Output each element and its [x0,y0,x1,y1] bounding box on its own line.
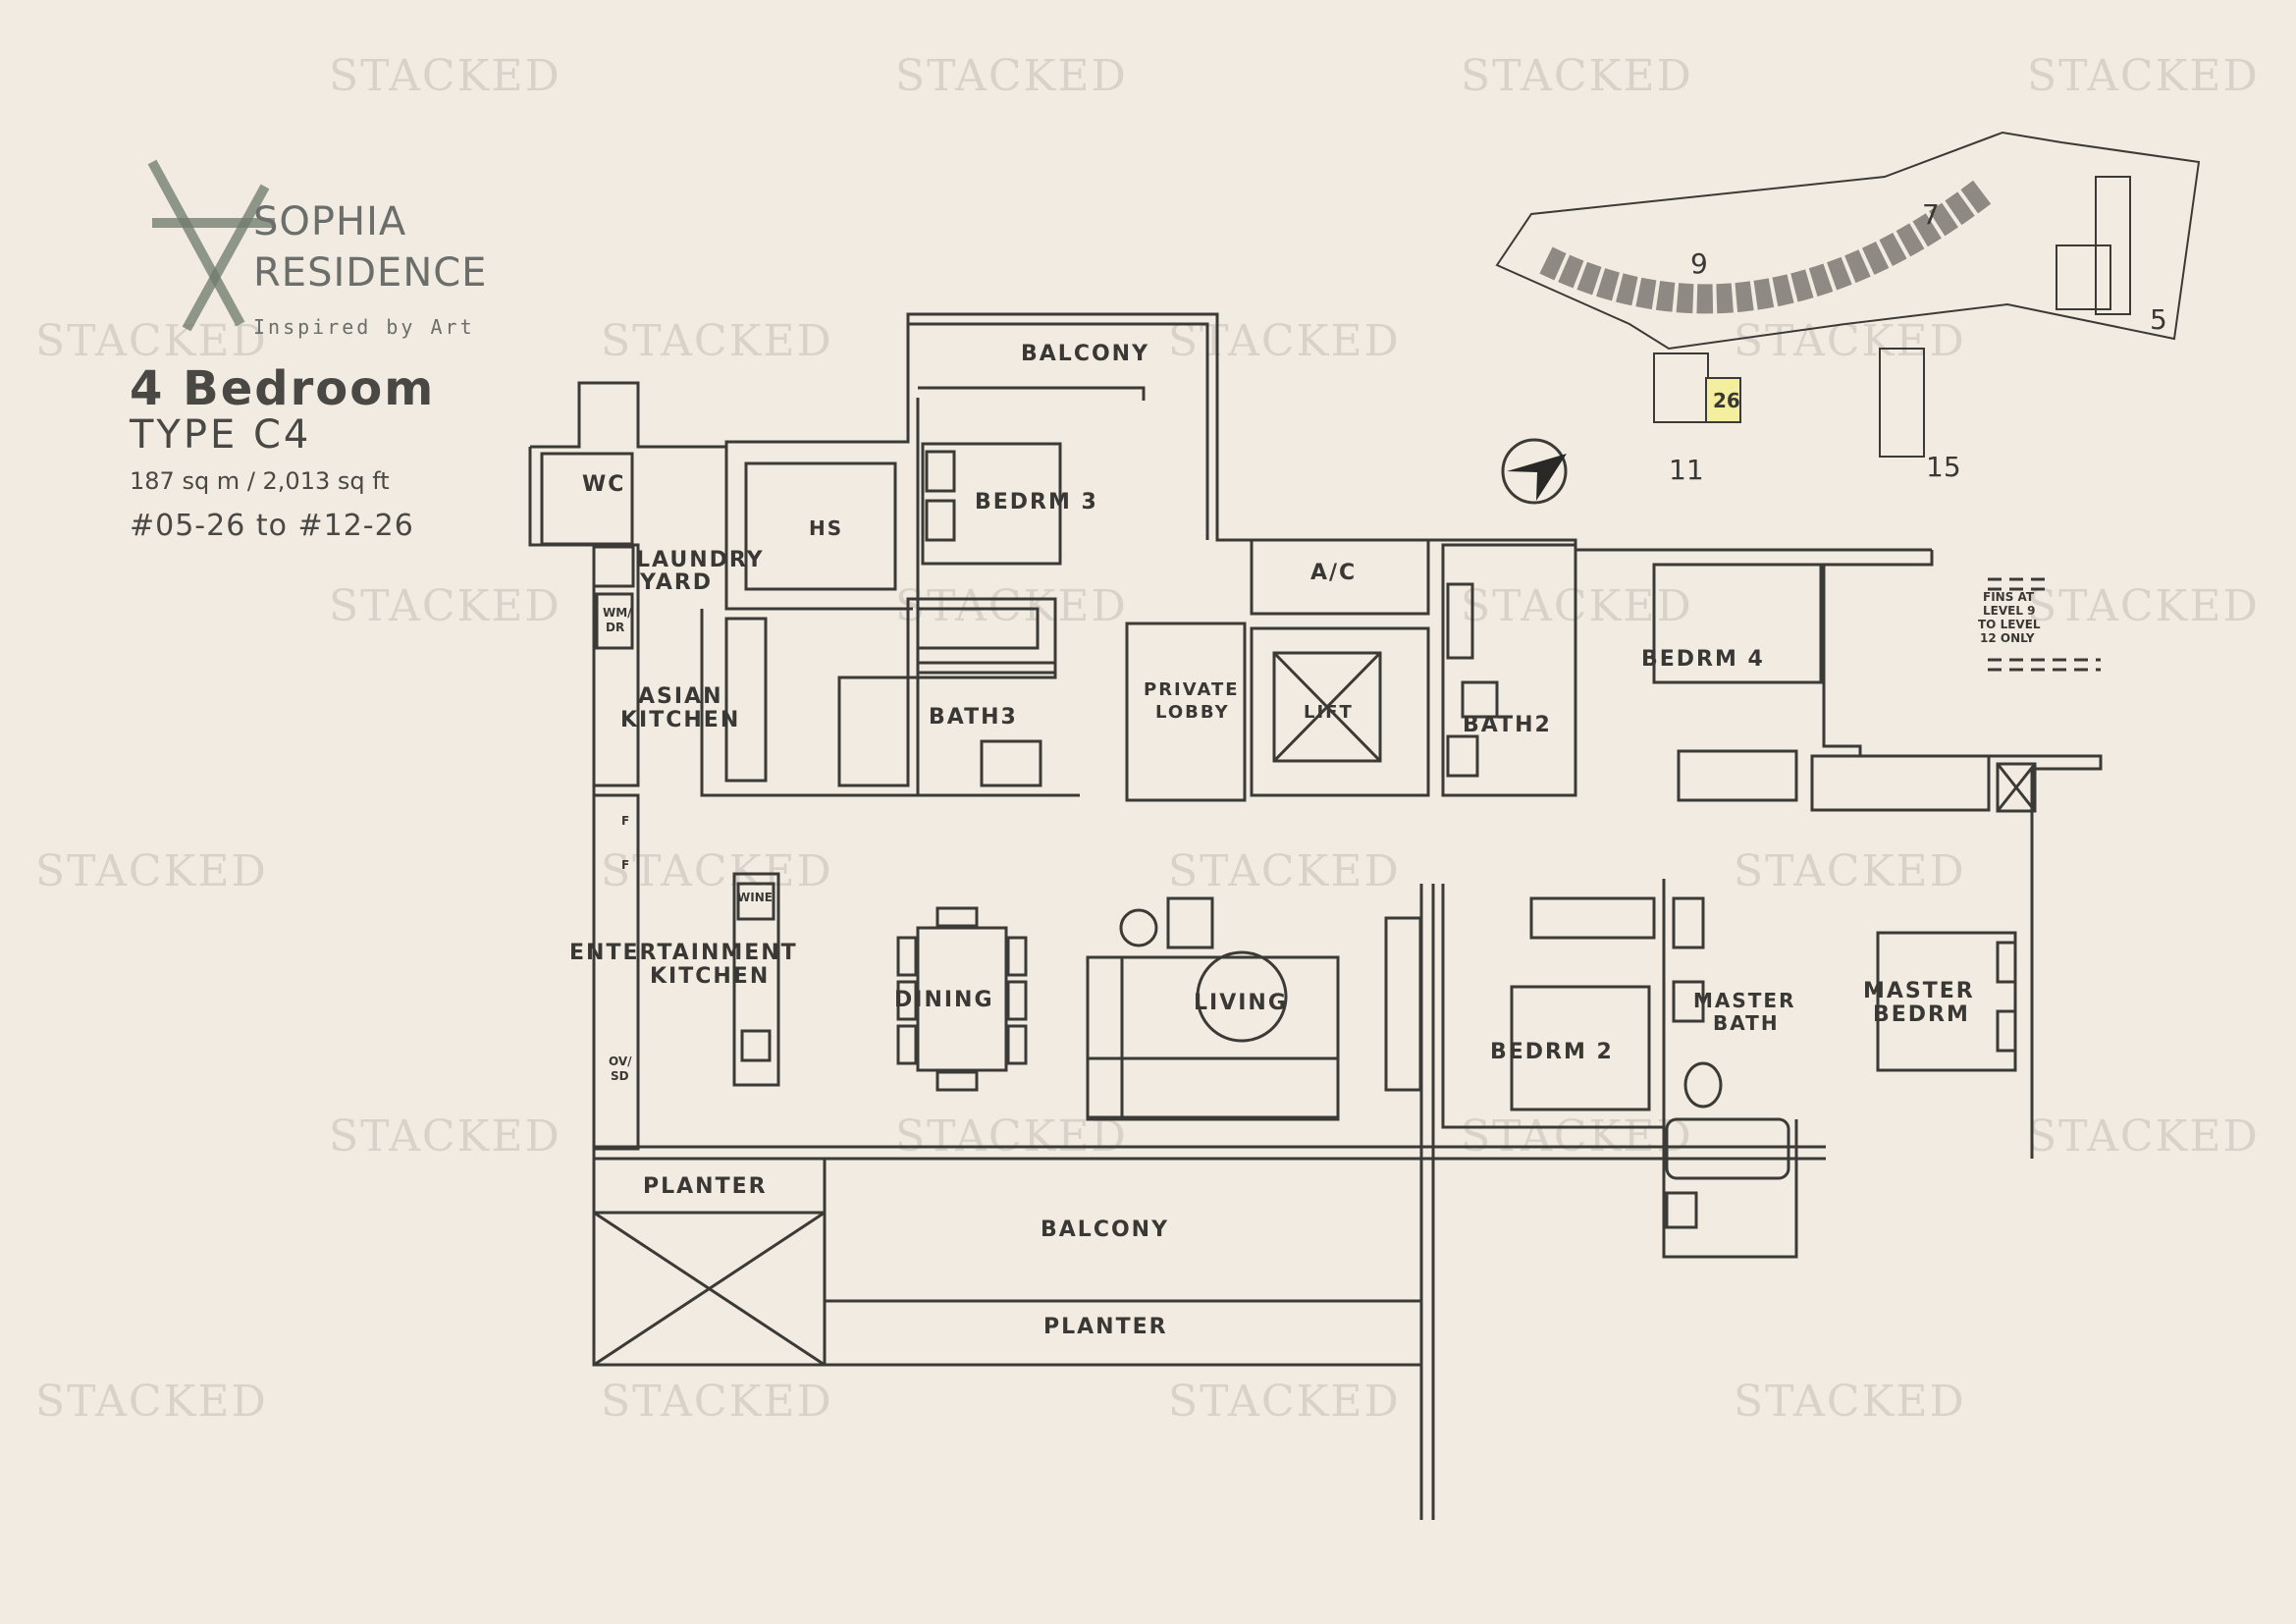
unit-area: 187 sq m / 2,013 sq ft [130,467,390,495]
bed-bedrm2 [1510,985,1651,1111]
key-unit-number: 26 [1713,389,1740,412]
label-ac: A/C [1310,561,1357,585]
label-fins-4: 12 ONLY [1980,631,2035,645]
bed-bedrm4 [1652,563,1823,684]
label-private-lobby-2: LOBBY [1155,702,1230,723]
kitchen-island [732,872,780,1087]
sofa [1086,955,1340,1121]
balcony-top-wall [906,314,1209,540]
label-master-bath-2: BATH [1713,1011,1780,1035]
outer-wall-top [530,312,1932,552]
label-ent-kitchen: ENTERTAINMENT [569,941,798,965]
key-plan: 26 9 7 5 11 15 [1495,131,2201,486]
wc-room [540,452,634,546]
highlighted-unit [1705,377,1741,423]
label-asian-kitchen: ASIAN [638,684,723,709]
brand-name-line2: RESIDENCE [253,250,488,296]
household-shelter [744,461,897,591]
label-dining: DINING [894,988,994,1012]
label-wm: WM/ [603,606,632,620]
key-block-9: 9 [1690,247,1708,280]
brand-tagline: Inspired by Art [253,315,475,339]
coffee-table [1196,950,1288,1043]
label-living: LIVING [1194,991,1288,1015]
label-f2: F [621,858,629,872]
label-bath3: BATH3 [929,705,1018,730]
private-lobby-room [1125,622,1247,802]
label-master-bedrm-2: BEDRM [1873,1002,1970,1027]
label-master-bedrm: MASTER [1863,979,1975,1003]
key-block-7: 7 [1922,198,1940,231]
label-balcony-top: BALCONY [1021,342,1149,366]
label-planter-left: PLANTER [643,1174,768,1199]
label-fins-1: FINS AT [1983,590,2035,604]
label-asian-kitchen-2: KITCHEN [620,708,740,732]
brand-name-line1: SOPHIA [253,199,407,244]
north-arrow-icon [1501,438,1568,505]
brand-logo: SOPHIA RESIDENCE Inspired by Art [147,152,540,349]
label-planter-bottom: PLANTER [1043,1315,1168,1339]
label-hs: HS [809,516,843,540]
label-wine: WINE [737,891,773,904]
label-private-lobby: PRIVATE [1144,679,1240,700]
label-lift: LIFT [1304,702,1354,723]
planter-bottom [823,1299,1423,1367]
ac-ledge [1250,538,1430,616]
key-block-11: 11 [1669,454,1704,486]
label-ent-kitchen-2: KITCHEN [650,964,770,989]
bathtub [1665,1117,1790,1180]
column-wall [1419,884,1435,1520]
key-block-5: 5 [2150,303,2167,336]
key-block-15: 15 [1926,451,1961,483]
unit-type: TYPE C4 [130,412,312,458]
bath2-room [1441,543,1577,797]
label-ov: OV/ [609,1055,632,1068]
label-balcony-bottom: BALCONY [1041,1218,1169,1242]
unit-title: 4 Bedroom [130,361,436,416]
label-bedrm4: BEDRM 4 [1641,647,1765,672]
label-laundry: LAUNDRY [636,548,765,572]
label-sd: SD [611,1069,629,1083]
label-master-bath: MASTER [1693,989,1796,1012]
bed-master [1876,931,2017,1072]
label-bath2: BATH2 [1463,713,1552,737]
dining-table [916,926,1008,1072]
label-dr: DR [606,621,624,634]
label-f1: F [621,814,629,828]
label-fins-2: LEVEL 9 [1983,604,2036,618]
label-bedrm2: BEDRM 2 [1490,1040,1614,1064]
lift-core [1250,626,1430,797]
logo-mark-icon [147,159,275,332]
outer-wall-right [1822,550,2103,1159]
label-bedrm3: BEDRM 3 [975,490,1098,514]
label-laundry-yard: YARD [639,570,713,595]
window-bedrm3 [918,386,1146,401]
label-fins-3: TO LEVEL [1978,618,2041,631]
unit-numbers: #05-26 to #12-26 [130,509,414,543]
label-wc: WC [582,472,625,497]
